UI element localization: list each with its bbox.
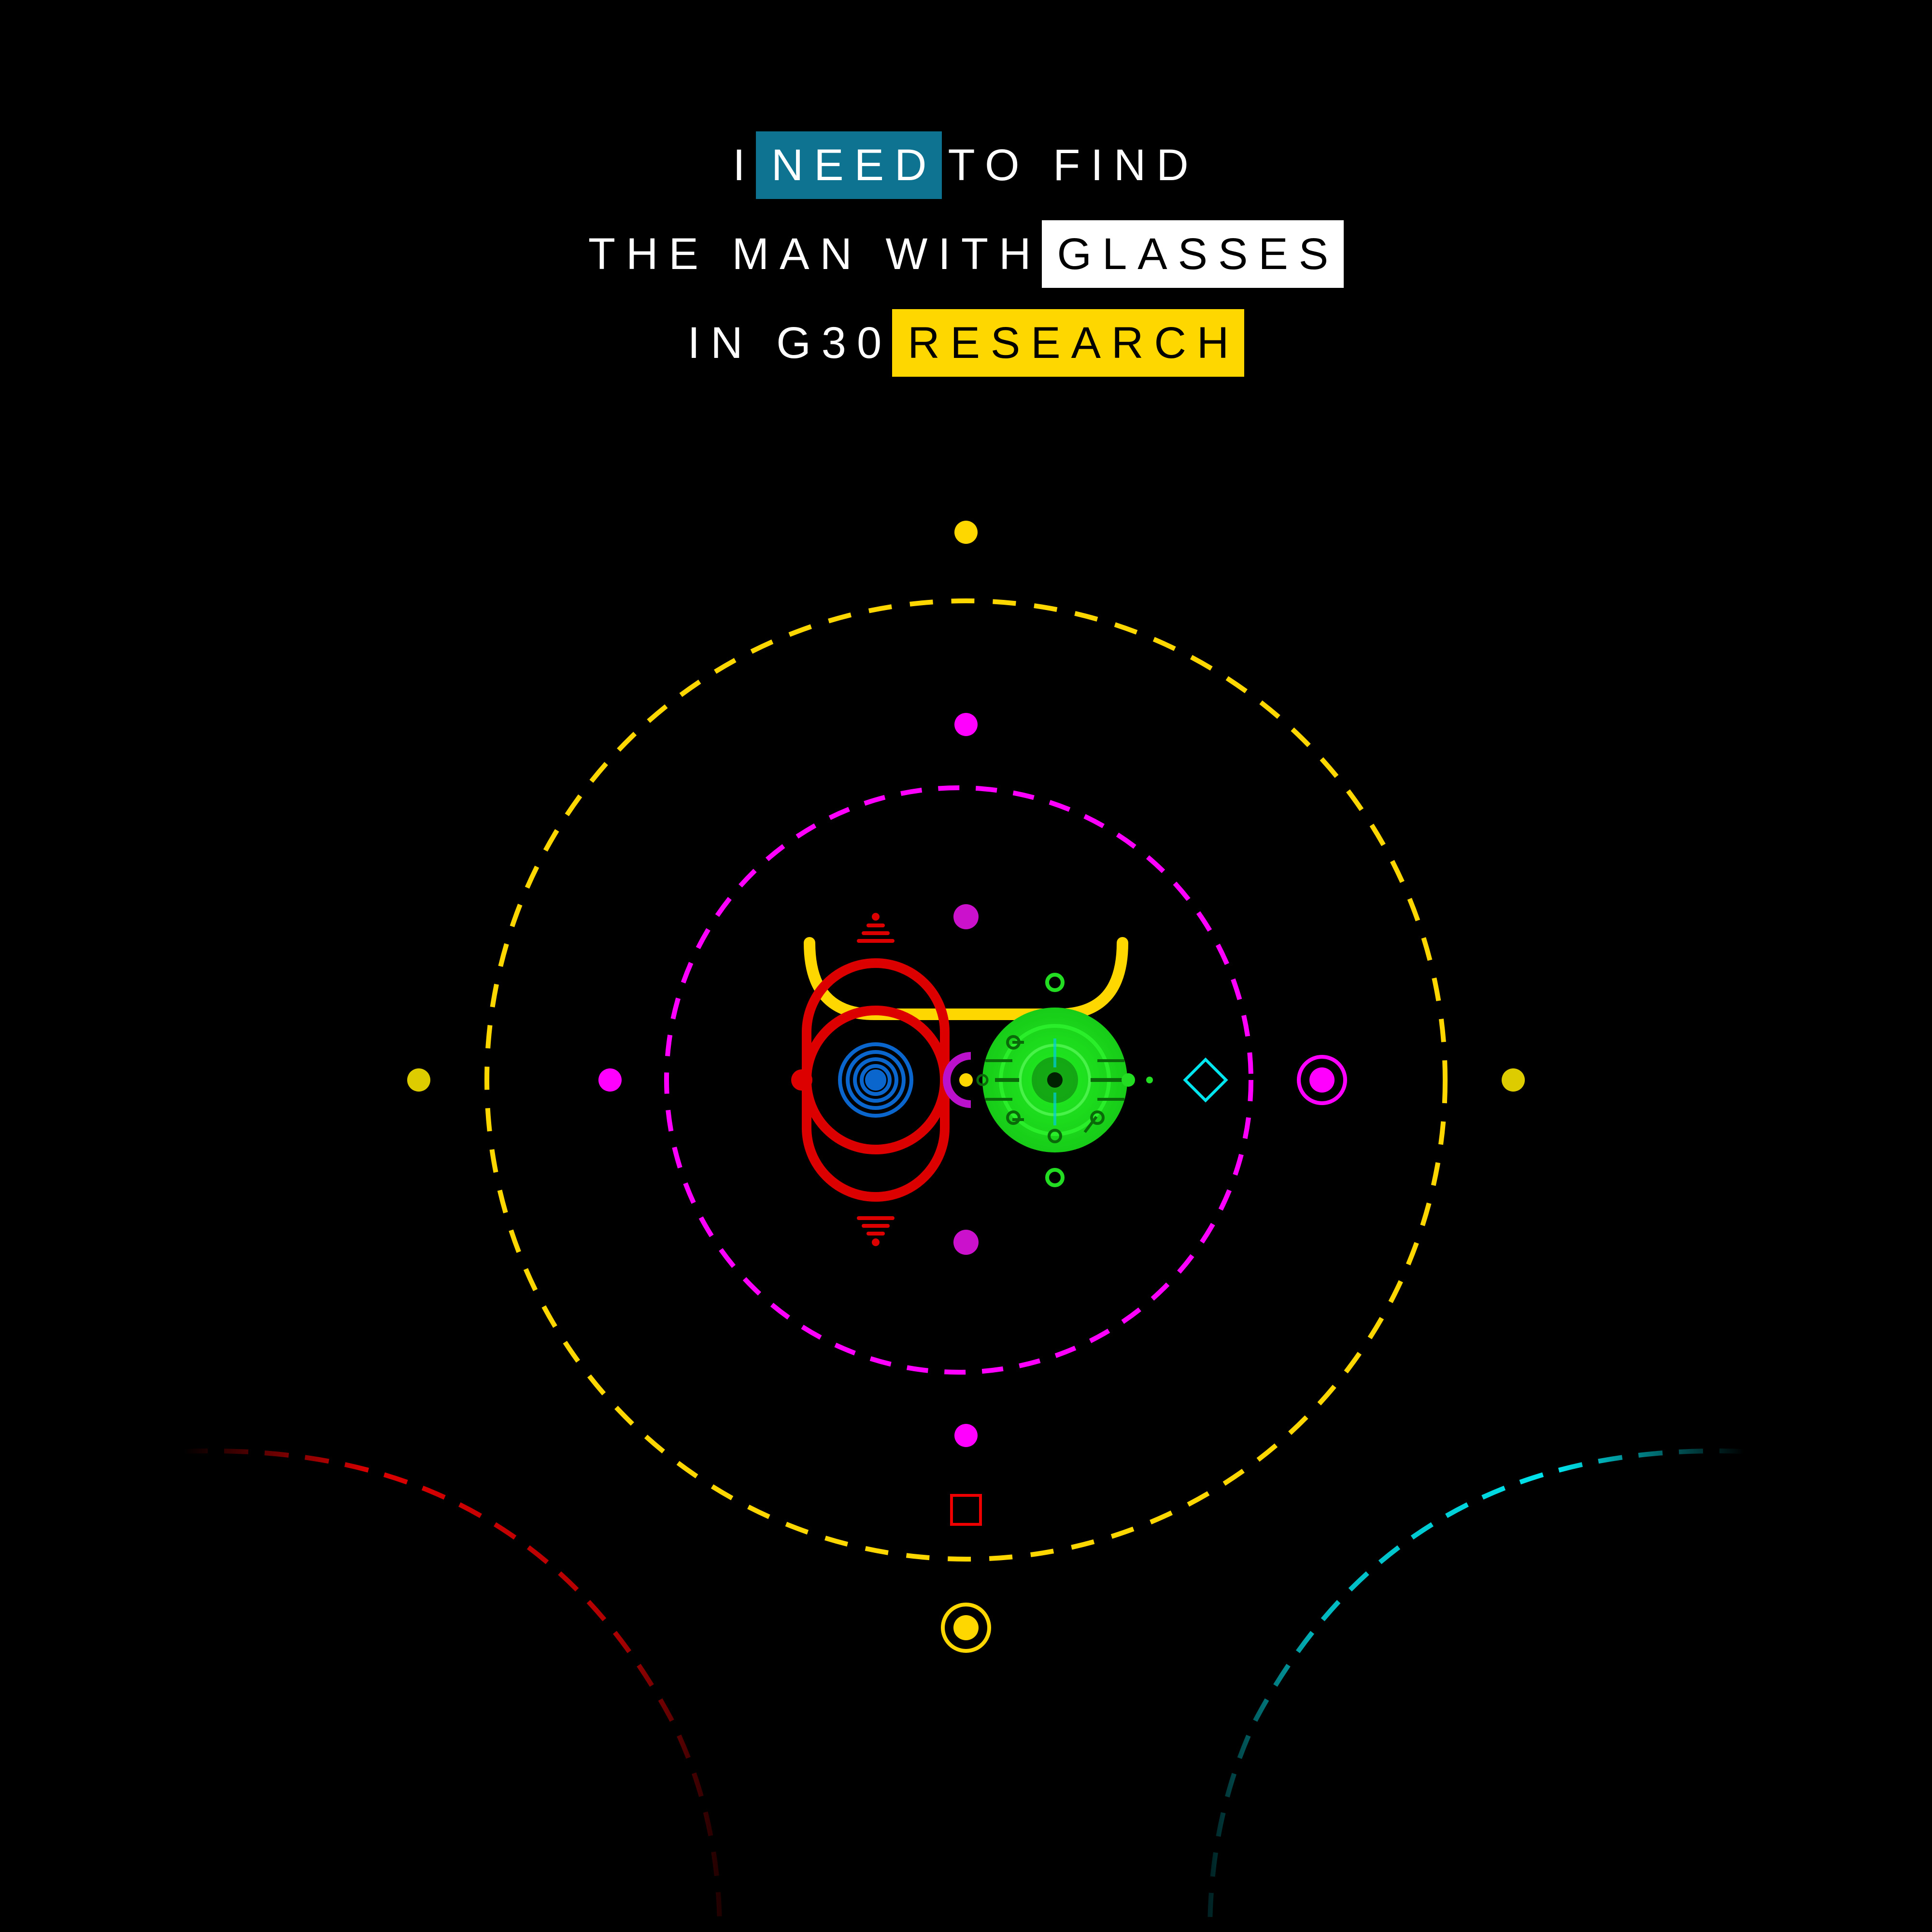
inner-ring	[664, 785, 1253, 1375]
green-eye-glyph	[976, 973, 1153, 1187]
target-dot-icon	[941, 1603, 991, 1653]
highlight-need: NEED	[755, 131, 942, 199]
highlight-glasses: GLASSES	[1041, 220, 1344, 288]
red-corner-arc	[183, 1449, 722, 1932]
headline-text: IN G30	[687, 318, 893, 368]
cyan-diamond-icon	[1183, 1057, 1228, 1103]
highlight-research: RESEARCH	[892, 309, 1245, 377]
dot-top-yellow	[954, 521, 978, 544]
center-dot	[959, 1073, 973, 1087]
dot-top-magenta	[954, 713, 978, 736]
blue-spiral-icon	[838, 1042, 913, 1118]
yellow-brow	[804, 937, 1128, 1020]
headline-text: I	[733, 141, 756, 190]
dot-right-yellow	[1502, 1068, 1525, 1092]
center-arc	[943, 1052, 971, 1108]
dot-upper-purple	[953, 904, 979, 929]
red-square-icon	[950, 1494, 982, 1526]
red-eye-glyph	[791, 913, 950, 1246]
cyan-corner-arc	[1208, 1449, 1744, 1932]
target-dot-icon	[1297, 1055, 1347, 1105]
dot-bottom-magenta	[954, 1424, 978, 1447]
headline-text: TO FIND	[948, 141, 1199, 190]
dot-lower-purple	[953, 1230, 979, 1255]
headline-text: THE MAN WITH	[588, 229, 1042, 279]
dot-left-magenta	[598, 1068, 622, 1092]
outer-ring	[484, 598, 1448, 1562]
dot-left-yellow	[407, 1068, 430, 1092]
